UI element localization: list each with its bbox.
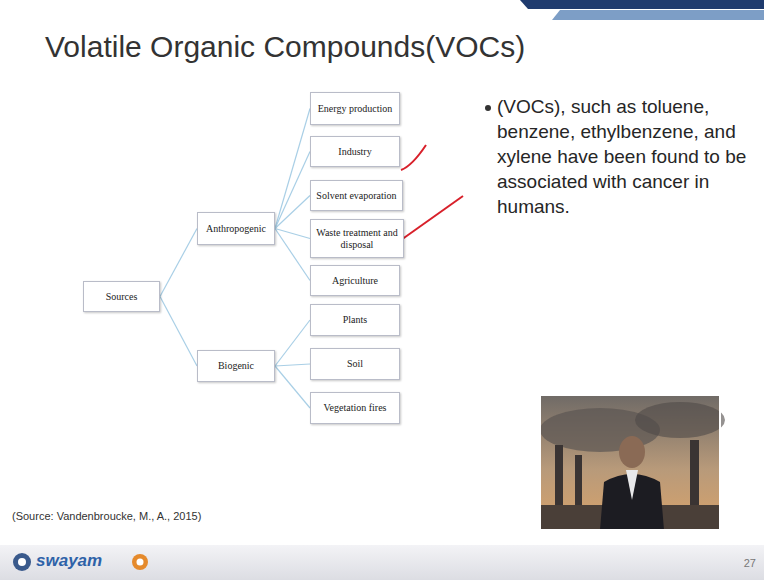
box-text: Soil (344, 358, 366, 370)
bullet (485, 105, 491, 111)
box-text: Biogenic (215, 360, 257, 372)
box-text: Vegetation fires (320, 402, 389, 414)
logo (13, 553, 31, 571)
source-note: (Source: Vandenbroucke, M., A., 2015) (12, 509, 372, 523)
logo (132, 554, 148, 570)
source-box: Plants (310, 304, 400, 336)
source-box: Soil (310, 348, 400, 380)
source-box: Industry (310, 136, 400, 167)
video-inset (540, 395, 725, 530)
tree-connector (275, 320, 310, 366)
logo (137, 559, 144, 566)
source-box: Vegetation fires (310, 392, 400, 424)
box-text: Energy production (315, 103, 396, 115)
tree-connector (275, 196, 310, 229)
logo-text: swayam (36, 551, 132, 571)
tree-connector (160, 229, 197, 297)
header-band (552, 10, 764, 20)
box-text: Industry (335, 146, 374, 158)
tick-mark (401, 145, 426, 170)
tree-connector (275, 152, 310, 229)
bullet-text: (VOCs), such as toluene, benzene, ethylb… (497, 94, 755, 219)
source-box: Anthropogenic (197, 212, 275, 245)
slide-title: Volatile Organic Compounds(VOCs) (45, 30, 525, 64)
box-text: Waste treatment and disposal (311, 227, 403, 251)
tick-mark (401, 196, 463, 240)
source-box: Agriculture (310, 265, 400, 296)
header-bar (520, 0, 764, 9)
tree-connector (275, 229, 310, 281)
box-text: Anthropogenic (203, 223, 269, 235)
footer-bar (0, 545, 764, 580)
source-box: Energy production (310, 92, 400, 125)
box-text: Solvent evaporation (313, 190, 399, 202)
tree-connector (275, 366, 310, 408)
source-box: Waste treatment and disposal (310, 219, 404, 258)
source-box: Solvent evaporation (310, 180, 403, 211)
box-text: Sources (103, 291, 141, 303)
source-box: Sources (83, 281, 160, 312)
page-number: 27 (728, 556, 756, 570)
box-text: Agriculture (329, 275, 381, 287)
box-text: Plants (340, 314, 370, 326)
tree-connector (160, 297, 197, 367)
tree-connector (275, 364, 310, 366)
logo (18, 558, 26, 566)
source-box: Biogenic (197, 350, 275, 382)
tree-connector (275, 109, 310, 229)
